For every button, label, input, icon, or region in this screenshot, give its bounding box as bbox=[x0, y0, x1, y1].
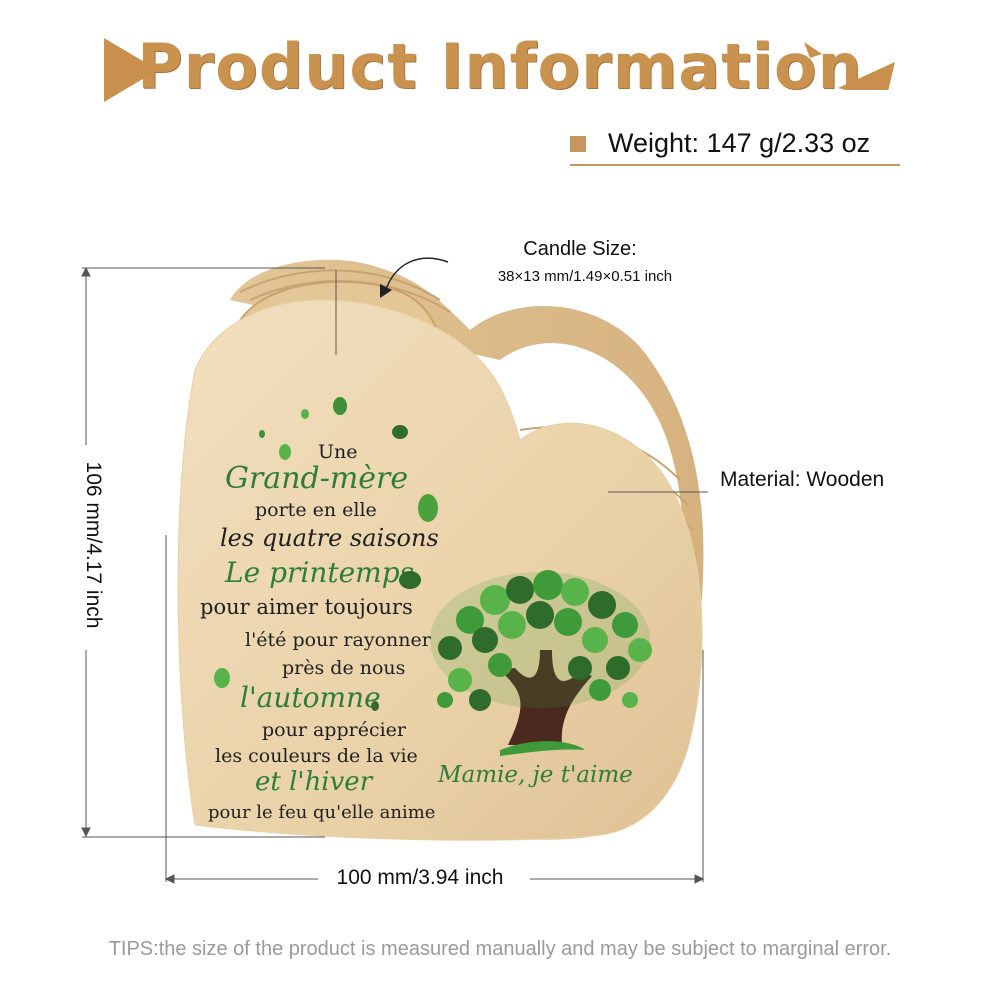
poem-line: les couleurs de la vie bbox=[215, 745, 418, 767]
left-triangle-decoration bbox=[104, 38, 158, 102]
right-triangle-decoration bbox=[804, 42, 895, 90]
hand-icon bbox=[301, 409, 309, 419]
poem-line: près de nous bbox=[282, 657, 405, 679]
tree-ground bbox=[500, 741, 585, 756]
dimension-lines bbox=[81, 257, 708, 884]
poem-line: pour le feu qu'elle anime bbox=[208, 802, 435, 823]
poem-line-script: Grand-mère bbox=[225, 461, 408, 496]
poem-line: porte en elle bbox=[255, 499, 377, 521]
hand-icon bbox=[259, 430, 265, 438]
page-title: Product Information bbox=[137, 30, 863, 103]
poem-line-script: et l'hiver bbox=[255, 767, 374, 797]
signature-text: Mamie, je t'aime bbox=[437, 762, 633, 788]
hand-icons bbox=[214, 397, 438, 711]
height-dimension-label: 106 mm/4.17 inch bbox=[82, 461, 105, 629]
poem-line: pour aimer toujours bbox=[200, 595, 413, 619]
candle-size-label: Candle Size: bbox=[523, 238, 637, 260]
poem-line-script: l'automne bbox=[240, 681, 381, 714]
poem-line: l'été pour rayonner bbox=[245, 629, 432, 651]
hand-icon bbox=[392, 425, 408, 439]
hand-icon bbox=[333, 397, 347, 415]
width-dimension-label: 100 mm/3.94 inch bbox=[320, 866, 520, 890]
tree-trunk bbox=[500, 650, 592, 745]
weight-underline bbox=[570, 164, 900, 166]
hand-icon bbox=[399, 571, 421, 589]
tree-leaves bbox=[437, 570, 652, 711]
poem-line: pour apprécier bbox=[262, 719, 407, 741]
bullet-square-icon bbox=[570, 136, 586, 152]
poem-line-script: les quatre saisons bbox=[220, 524, 439, 552]
poem-line-script: Le printemps bbox=[224, 556, 414, 589]
candle-size-dimensions: 38×13 mm/1.49×0.51 inch bbox=[497, 268, 673, 285]
hand-icon bbox=[418, 494, 438, 522]
hand-icon bbox=[279, 444, 291, 460]
hand-icon bbox=[371, 701, 379, 711]
tips-note: TIPS:the size of the product is measured… bbox=[108, 938, 892, 960]
hand-icon bbox=[214, 668, 230, 688]
weight-info: Weight: 147 g/2.33 oz bbox=[570, 128, 900, 166]
tree-illustration bbox=[430, 570, 652, 756]
material-label: Material: Wooden bbox=[720, 468, 885, 491]
weight-text: Weight: 147 g/2.33 oz bbox=[608, 128, 871, 158]
poem-line: Une bbox=[318, 441, 358, 463]
poem-text: Une Grand-mère porte en elle les quatre … bbox=[200, 441, 439, 823]
